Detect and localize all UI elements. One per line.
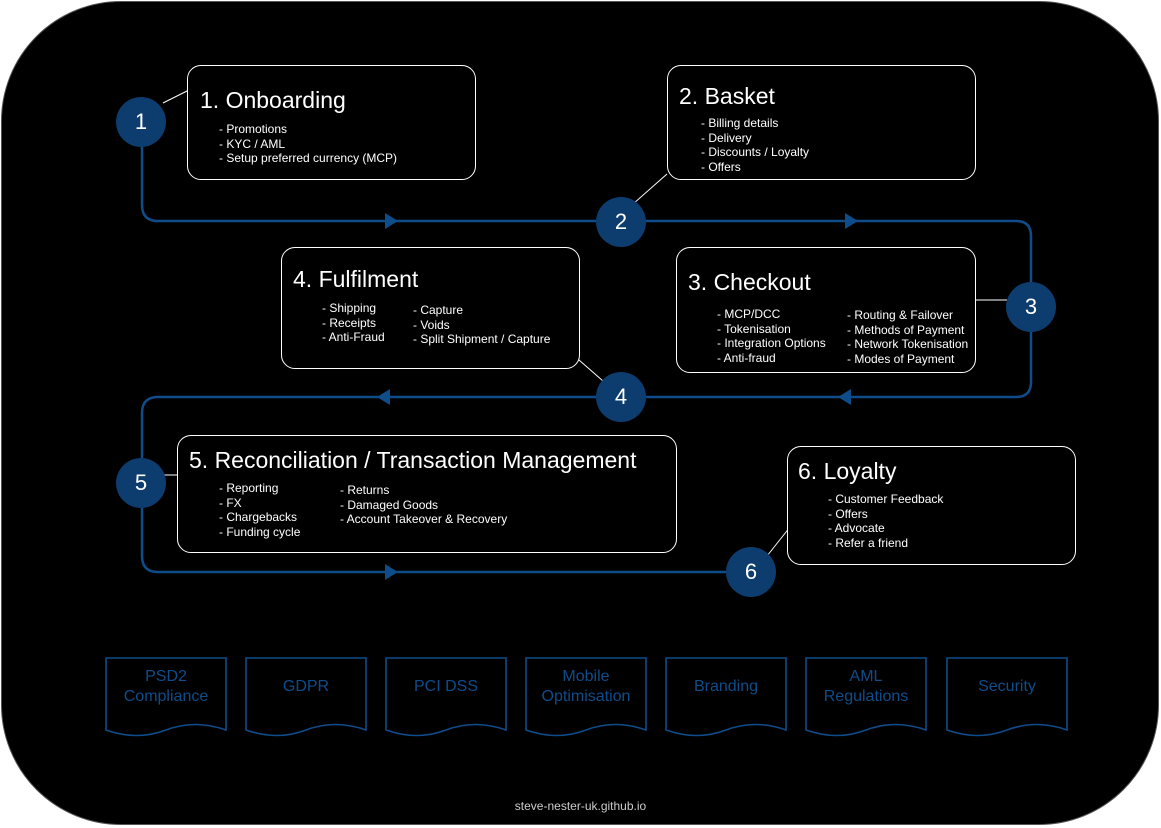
step-title: 4. Fulfilment: [293, 266, 419, 292]
tag-line2: Compliance: [123, 688, 209, 705]
step-items: - Billing details - Delivery - Discounts…: [701, 116, 809, 174]
list-item: - Methods of Payment: [847, 322, 965, 337]
list-item: - Integration Options: [717, 336, 826, 351]
flow-line-1-to-2: [140, 146, 598, 223]
list-item: - Modes of Payment: [847, 351, 955, 366]
arrow-right-3: [385, 564, 398, 580]
list-item: - Refer a friend: [828, 535, 909, 550]
tag-branding: Branding: [665, 657, 787, 741]
leader-2: [632, 173, 668, 205]
list-item: - FX: [219, 495, 242, 510]
step-number-6: 6: [726, 547, 776, 597]
step-box-loyalty: 6. Loyalty - Customer Feedback - Offers …: [787, 446, 1076, 565]
tag-aml-regulations: AML Regulations: [805, 657, 927, 741]
arrow-left-2: [377, 389, 390, 405]
list-item: - Network Tokenisation: [847, 337, 969, 352]
step-title: 6. Loyalty: [798, 458, 897, 484]
list-item: - MCP/DCC: [717, 307, 781, 321]
list-item: - Capture: [413, 303, 464, 317]
leader-1: [162, 89, 190, 104]
tag-label: GDPR: [282, 678, 330, 695]
step-items-left: - Shipping - Receipts - Anti-Fraud: [322, 301, 385, 345]
list-item: - Reporting: [219, 481, 279, 495]
step-box-basket: 2. Basket - Billing details - Delivery -…: [667, 65, 976, 180]
arrow-left-1: [838, 389, 851, 405]
flow-line-4-to-5: [140, 395, 596, 458]
step-title: 3. Checkout: [688, 269, 811, 295]
step-title: 2. Basket: [679, 83, 775, 109]
list-item: - Promotions: [219, 122, 288, 136]
list-item: - Shipping: [322, 301, 377, 315]
step-box-checkout: 3. Checkout - MCP/DCC - Tokenisation - I…: [676, 247, 976, 373]
list-item: - Discounts / Loyalty: [701, 145, 810, 160]
tag-gdpr: GDPR: [245, 657, 367, 741]
flow-line-2-to-3: [645, 219, 1033, 283]
step-number-5: 5: [116, 458, 166, 508]
flow-line-3-to-4: [646, 332, 1033, 399]
list-item: - Routing & Failover: [847, 308, 954, 322]
tag-security: Security: [946, 657, 1068, 741]
document-shape-icon: [385, 657, 507, 737]
list-item: - KYC / AML: [219, 136, 286, 151]
list-item: - Customer Feedback: [828, 492, 944, 506]
flow-line-5-to-6: [140, 508, 726, 574]
arrow-right-2: [845, 213, 858, 229]
step-box-onboarding: 1. Onboarding - Promotions - KYC / AML -…: [187, 65, 476, 180]
tag-label: Security: [978, 678, 1036, 695]
list-item: - Delivery: [701, 130, 752, 145]
step-items-right: - Capture - Voids - Split Shipment / Cap…: [413, 303, 550, 347]
step-number-3: 3: [1006, 282, 1056, 332]
list-item: - Receipts: [322, 315, 377, 330]
step-items: - Promotions - KYC / AML - Setup preferr…: [219, 122, 397, 166]
tag-line2: Optimisation: [541, 688, 631, 705]
list-item: - Setup preferred currency (MCP): [219, 151, 398, 166]
list-item: - Billing details: [701, 116, 779, 130]
document-shape-icon: [665, 657, 787, 737]
list-item: - Returns: [340, 483, 390, 497]
step-number-1: 1: [116, 97, 166, 147]
list-item: - Account Takeover & Recovery: [340, 512, 508, 527]
tag-label: Branding: [693, 678, 759, 695]
step-box-fulfilment: 4. Fulfilment - Shipping - Receipts - An…: [281, 247, 580, 369]
tag-label: PCI DSS: [413, 678, 478, 695]
document-shape-icon: [105, 657, 227, 737]
tag-line2: Regulations: [823, 688, 909, 705]
step-box-reconciliation: 5. Reconciliation / Transaction Manageme…: [177, 435, 677, 553]
list-item: - Damaged Goods: [340, 497, 439, 512]
footer-credit: steve-nester-uk.github.io: [514, 799, 647, 813]
document-shape-icon: [805, 657, 927, 737]
list-item: - Offers: [828, 506, 868, 521]
step-title: 5. Reconciliation / Transaction Manageme…: [189, 447, 637, 473]
step-items-left: - Reporting - FX - Chargebacks - Funding…: [219, 481, 300, 539]
step-title: 1. Onboarding: [200, 87, 346, 113]
list-item: - Anti-fraud: [717, 350, 776, 365]
tag-pci-dss: PCI DSS: [385, 657, 507, 741]
document-shape-icon: [946, 657, 1068, 737]
list-item: - Funding cycle: [219, 524, 301, 539]
document-shape-icon: [525, 657, 647, 737]
list-item: - Split Shipment / Capture: [413, 332, 551, 347]
step-items-right: - Routing & Failover - Methods of Paymen…: [847, 308, 968, 366]
list-item: - Tokenisation: [717, 321, 791, 336]
tag-line1: PSD2: [145, 668, 187, 685]
arrow-right-1: [385, 213, 398, 229]
step-number-4: 4: [596, 372, 646, 422]
list-item: - Chargebacks: [219, 510, 298, 525]
tag-line1: AML: [849, 668, 883, 685]
tag-line1: Mobile: [562, 668, 610, 685]
list-item: - Advocate: [828, 521, 885, 536]
leader-6: [766, 526, 791, 557]
step-items: - Customer Feedback - Offers - Advocate …: [828, 492, 943, 550]
step-number-2: 2: [596, 197, 646, 247]
list-item: - Voids: [413, 317, 450, 332]
step-items-left: - MCP/DCC - Tokenisation - Integration O…: [717, 307, 826, 365]
list-item: - Anti-Fraud: [322, 330, 385, 345]
step-items-right: - Returns - Damaged Goods - Account Take…: [340, 483, 507, 527]
document-shape-icon: [245, 657, 367, 737]
list-item: - Offers: [701, 159, 741, 174]
